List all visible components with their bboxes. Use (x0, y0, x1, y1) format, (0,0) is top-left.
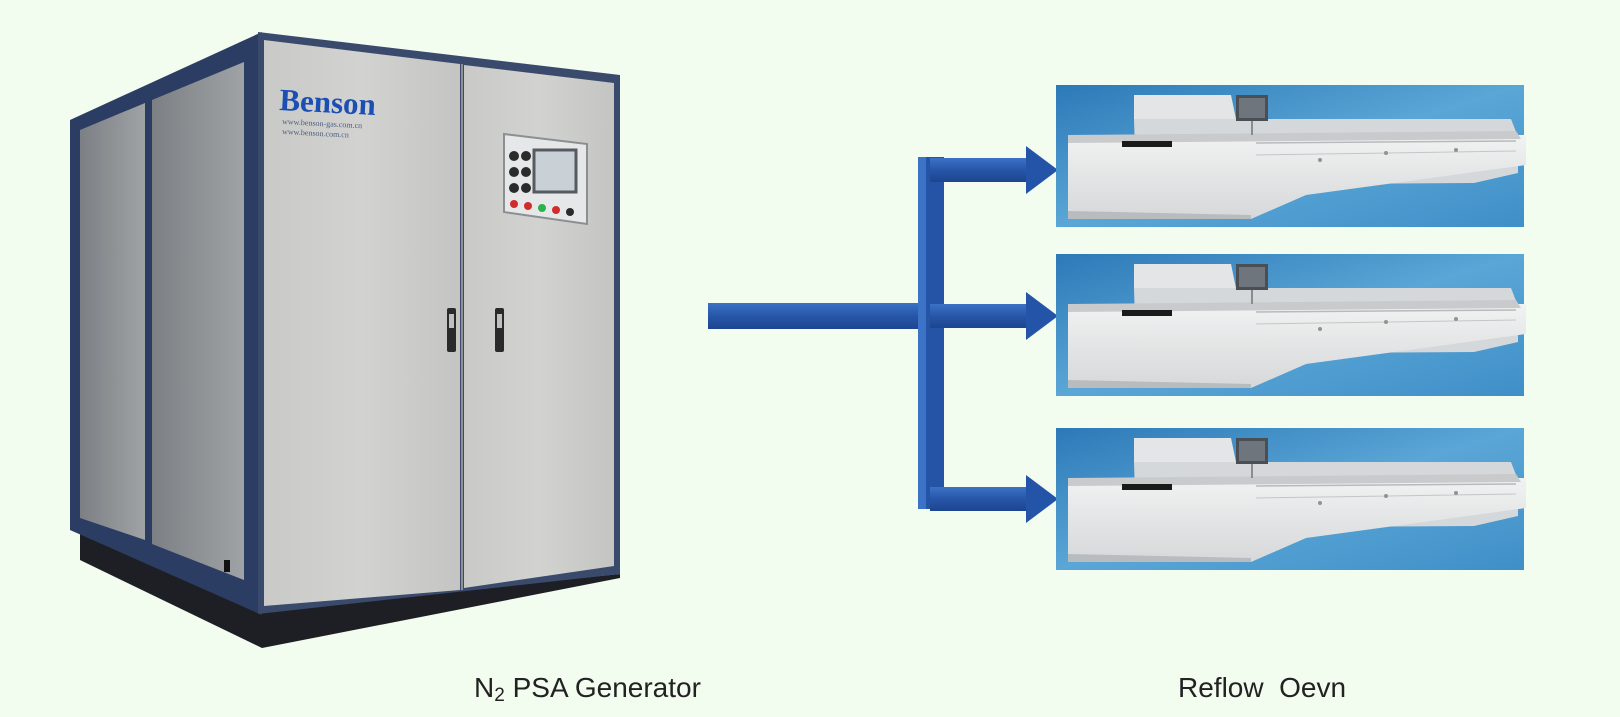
indicator-red-2 (524, 202, 532, 210)
door-handle-left (447, 308, 456, 352)
indicator-black (566, 208, 574, 216)
branch-arrow-1 (930, 146, 1058, 194)
gauge-5 (509, 183, 519, 193)
reflow-oven-1 (1055, 84, 1527, 228)
indicator-red-3 (552, 206, 560, 214)
branch-arrow-3 (930, 475, 1058, 523)
generator-caption: N2 PSA Generator (474, 672, 701, 707)
generator-caption-main: N (474, 672, 495, 703)
gauge-2 (521, 151, 531, 161)
nitrogen-pipe-network (708, 146, 1058, 523)
oven-caption: Reflow Oevn (1178, 672, 1347, 703)
brand-logo: Benson (279, 82, 377, 122)
reflow-oven-2 (1055, 253, 1527, 397)
side-port (224, 560, 230, 572)
reflow-oven-3 (1055, 427, 1527, 571)
indicator-red-1 (510, 200, 518, 208)
main-pipe (708, 303, 934, 329)
gauge-1 (509, 151, 519, 161)
gauge-3 (509, 167, 519, 177)
side-panel-right (152, 62, 244, 580)
side-panel-left (80, 103, 145, 540)
gauge-4 (521, 167, 531, 177)
generator-caption-rest: PSA Generator (504, 672, 701, 703)
psa-generator: Benson www.benson-gas.com.cn www.benson.… (70, 32, 620, 648)
brand-url-2: www.benson.com.cn (282, 127, 349, 139)
branch-arrow-2 (930, 292, 1058, 340)
indicator-green (538, 204, 546, 212)
gauge-6 (521, 183, 531, 193)
brand-url-1: www.benson-gas.com.cn (282, 117, 363, 130)
hmi-screen (532, 148, 578, 194)
door-left (264, 40, 460, 606)
control-panel (503, 132, 588, 226)
door-handle-right (495, 308, 504, 352)
generator-caption-subscript: 2 (494, 685, 505, 706)
